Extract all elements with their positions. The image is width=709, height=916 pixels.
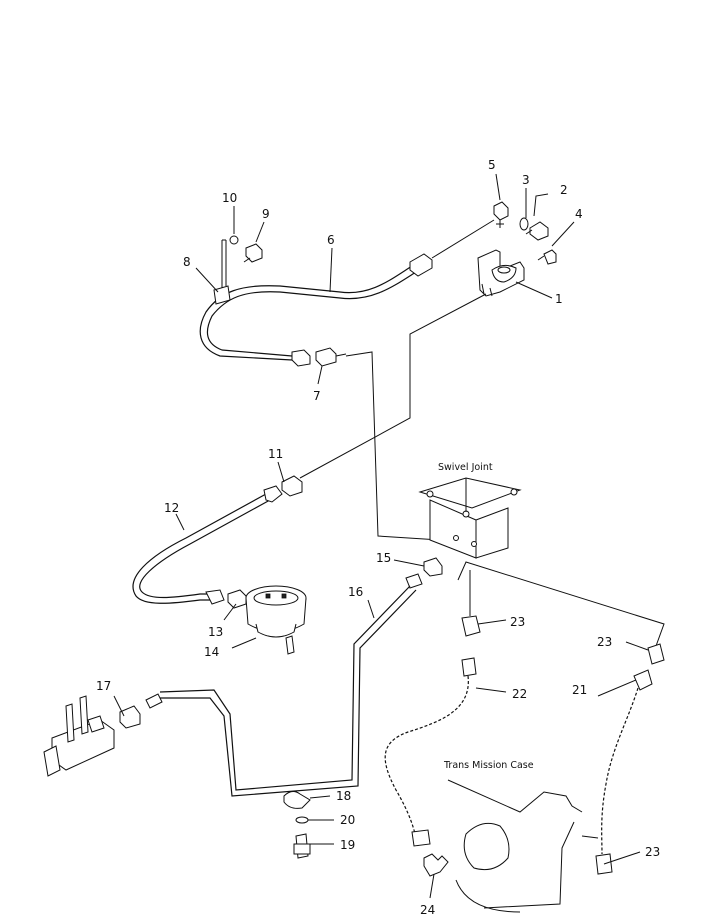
fitting-part-23-a (461, 570, 481, 637)
part-label-16: 16 (348, 585, 363, 599)
fitting-part-13 (227, 589, 247, 609)
part-label-10: 10 (222, 191, 237, 205)
pipe-part-16 (159, 573, 423, 797)
clamp-part-18 (283, 790, 311, 809)
hose-part-6 (199, 253, 433, 367)
part-label-19: 19 (340, 838, 355, 852)
part-label-3: 3 (522, 173, 530, 187)
elbow-fitting-part-24 (423, 853, 449, 877)
part-label-14: 14 (204, 645, 219, 659)
hose-part-21 (595, 669, 653, 875)
part-label-4: 4 (575, 207, 583, 221)
part-label-6: 6 (327, 233, 335, 247)
bolt-part-4 (537, 249, 557, 265)
connection-line (299, 293, 487, 479)
washer-part-3 (519, 217, 529, 231)
gauge-part-14 (245, 585, 307, 655)
part-label-11: 11 (268, 447, 283, 461)
part-label-21: 21 (572, 683, 587, 697)
part-label-7: 7 (313, 389, 321, 403)
bolt-part-19 (293, 833, 311, 859)
bracket-part-1 (477, 249, 525, 297)
swivel-joint (418, 477, 522, 559)
elbow-fitting-part-5 (493, 201, 509, 228)
part-label-23-a: 23 (510, 615, 525, 629)
part-label-22: 22 (512, 687, 527, 701)
part-label-8: 8 (183, 255, 191, 269)
bolt-part-2 (525, 221, 549, 241)
part-label-12: 12 (164, 501, 179, 515)
part-label-18: 18 (336, 789, 351, 803)
fitting-part-23-b (647, 643, 665, 665)
connection-line (345, 351, 441, 541)
connection-line (457, 561, 665, 647)
transmission-case (447, 779, 599, 913)
washer-part-20 (295, 816, 309, 824)
part-label-20: 20 (340, 813, 355, 827)
part-label-9: 9 (262, 207, 270, 221)
swivel-joint-caption: Swivel Joint (438, 462, 493, 473)
fitting-part-17 (119, 693, 163, 729)
part-label-13: 13 (208, 625, 223, 639)
clip-part-8 (213, 239, 231, 305)
fitting-part-11 (281, 475, 303, 497)
part-label-23-c: 23 (645, 845, 660, 859)
part-label-17: 17 (96, 679, 111, 693)
part-label-23-b: 23 (597, 635, 612, 649)
part-label-5: 5 (488, 158, 496, 172)
leader-line (431, 219, 495, 259)
part-label-1: 1 (555, 292, 563, 306)
part-label-15: 15 (376, 551, 391, 565)
fitting-part-15 (423, 557, 443, 577)
bolt-part-9 (243, 243, 263, 263)
valve-body (43, 695, 115, 777)
leader-lines (113, 173, 649, 899)
hose-part-22 (384, 657, 477, 847)
part-label-2: 2 (560, 183, 568, 197)
washer-part-10 (229, 235, 239, 245)
transmission-case-caption: Trans Mission Case (443, 760, 534, 771)
fitting-part-7 (315, 347, 347, 367)
part-label-24: 24 (420, 903, 435, 916)
hose-part-12 (132, 485, 283, 605)
